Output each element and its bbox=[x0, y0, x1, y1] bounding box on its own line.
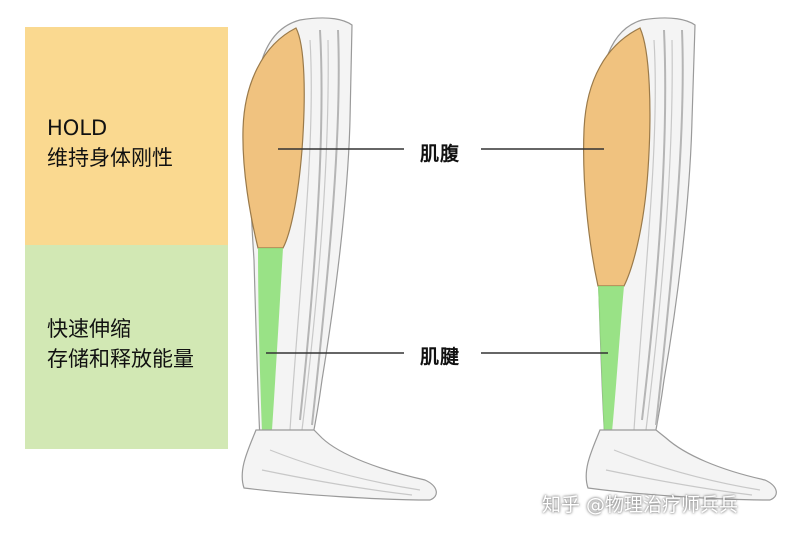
tendon-label: 肌腱 bbox=[420, 346, 461, 368]
spring-description: 存储和释放能量 bbox=[47, 347, 194, 371]
hold-title: HOLD bbox=[47, 116, 108, 140]
spring-panel-text: 快速伸缩 存储和释放能量 bbox=[47, 314, 194, 374]
right-leg bbox=[583, 17, 777, 501]
hold-description: 维持身体刚性 bbox=[47, 146, 173, 170]
left-tendon bbox=[258, 248, 283, 432]
left-leg bbox=[241, 17, 437, 501]
muscle-belly-label: 肌腹 bbox=[420, 143, 461, 165]
spring-title: 快速伸缩 bbox=[47, 317, 131, 341]
watermark: 知乎 @物理治疗师兵兵 bbox=[542, 494, 739, 516]
spring-panel: 快速伸缩 存储和释放能量 bbox=[25, 245, 228, 449]
left-foot bbox=[241, 429, 437, 501]
hold-panel-text: HOLD 维持身体刚性 bbox=[47, 113, 173, 173]
right-foot bbox=[585, 429, 777, 501]
right-tendon bbox=[598, 286, 624, 434]
hold-panel: HOLD 维持身体刚性 bbox=[25, 27, 228, 245]
